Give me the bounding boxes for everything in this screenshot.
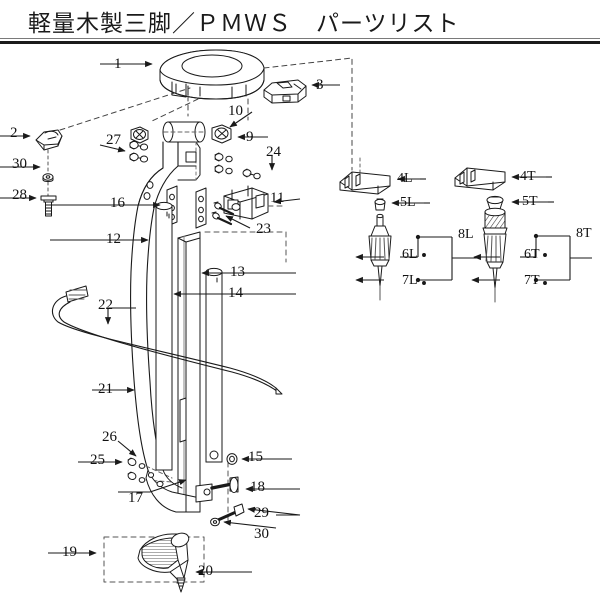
part-bolt-washer-pair bbox=[129, 140, 149, 163]
part-label-27: 27 bbox=[106, 132, 121, 148]
part-hex-bolt bbox=[40, 195, 57, 217]
bolt-washer-2 bbox=[129, 152, 149, 163]
part-label-6L: 6L bbox=[402, 247, 418, 262]
part-label-2: 2 bbox=[10, 125, 18, 141]
part-tripod-head-platform bbox=[159, 49, 265, 100]
part-label-5L: 5L bbox=[400, 195, 416, 210]
part-label-12: 12 bbox=[106, 231, 121, 247]
part-label-5T: 5T bbox=[522, 194, 538, 209]
part-screws-right bbox=[214, 152, 233, 175]
part-leg-top-casting bbox=[35, 129, 63, 151]
page-title: 軽量木製三脚／ＰＭＷＳ パーツリスト bbox=[28, 11, 460, 37]
part-label-22: 22 bbox=[98, 297, 113, 313]
part-label-8L: 8L bbox=[458, 227, 474, 242]
part-knob-T bbox=[482, 207, 508, 289]
part-label-19: 19 bbox=[62, 544, 77, 560]
part-bolt-long bbox=[210, 503, 245, 527]
part-label-15: 15 bbox=[248, 449, 263, 465]
leader-underlines bbox=[48, 176, 554, 573]
part-label-29: 29 bbox=[254, 505, 269, 521]
part-label-7T: 7T bbox=[524, 273, 540, 288]
part-foot-spike bbox=[176, 577, 186, 593]
part-upper-leg-arm bbox=[130, 141, 201, 471]
part-hinge-pin-barrel bbox=[162, 121, 206, 143]
part-wedge-block-T bbox=[454, 167, 506, 191]
part-lower-leg-bracket bbox=[145, 469, 213, 513]
part-label-28: 28 bbox=[12, 187, 27, 203]
part-label-13: 13 bbox=[230, 264, 245, 280]
part-label-3: 3 bbox=[316, 77, 324, 93]
part-knob-L bbox=[368, 213, 392, 287]
part-label-20: 20 bbox=[198, 563, 213, 579]
title-underline bbox=[0, 41, 600, 44]
part-label-4L: 4L bbox=[397, 171, 413, 186]
bracket-connectors bbox=[400, 233, 592, 285]
bolt-washer-1 bbox=[129, 140, 149, 151]
part-label-30-lower: 30 bbox=[254, 526, 269, 542]
part-foot-assembly bbox=[103, 532, 205, 583]
part-screw-pair-lower bbox=[127, 457, 173, 483]
title-underline-thin bbox=[0, 38, 600, 39]
part-label-24: 24 bbox=[266, 144, 281, 160]
leader-lines bbox=[0, 60, 554, 576]
part-label-16: 16 bbox=[110, 195, 125, 211]
part-ring-clip bbox=[226, 453, 238, 465]
title-bar: 軽量木製三脚／ＰＭＷＳ パーツリスト bbox=[0, 0, 600, 44]
part-label-30: 30 bbox=[12, 156, 27, 172]
part-label-11: 11 bbox=[270, 190, 285, 206]
part-label-1: 1 bbox=[114, 56, 122, 72]
part-cap-L bbox=[374, 198, 386, 211]
part-label-8T: 8T bbox=[576, 226, 592, 241]
part-label-26: 26 bbox=[102, 429, 117, 445]
part-wedge-block-L bbox=[339, 171, 391, 195]
part-label-17: 17 bbox=[128, 490, 143, 506]
part-leg-rail-front bbox=[177, 231, 201, 507]
part-label-21: 21 bbox=[98, 381, 113, 397]
part-thumb-screw bbox=[210, 476, 239, 493]
part-label-9: 9 bbox=[246, 129, 254, 145]
part-knob-nut-left bbox=[130, 126, 149, 144]
part-spacer-plate bbox=[166, 185, 207, 229]
part-inner-leg-tube bbox=[155, 201, 173, 471]
part-label-6T: 6T bbox=[524, 247, 540, 262]
part-cap-T bbox=[486, 195, 504, 210]
part-small-bracket bbox=[263, 79, 307, 104]
part-label-18: 18 bbox=[250, 479, 265, 495]
part-washer bbox=[42, 173, 54, 182]
part-knob-nut bbox=[211, 124, 232, 144]
part-label-14: 14 bbox=[228, 285, 243, 301]
part-label-25: 25 bbox=[90, 452, 105, 468]
part-label-7L: 7L bbox=[402, 273, 418, 288]
part-small-screw bbox=[242, 168, 261, 180]
part-label-4T: 4T bbox=[520, 169, 536, 184]
part-label-10: 10 bbox=[228, 103, 243, 119]
part-carry-strap bbox=[51, 285, 283, 395]
part-machine-screws bbox=[211, 201, 241, 226]
part-label-23: 23 bbox=[256, 221, 271, 237]
